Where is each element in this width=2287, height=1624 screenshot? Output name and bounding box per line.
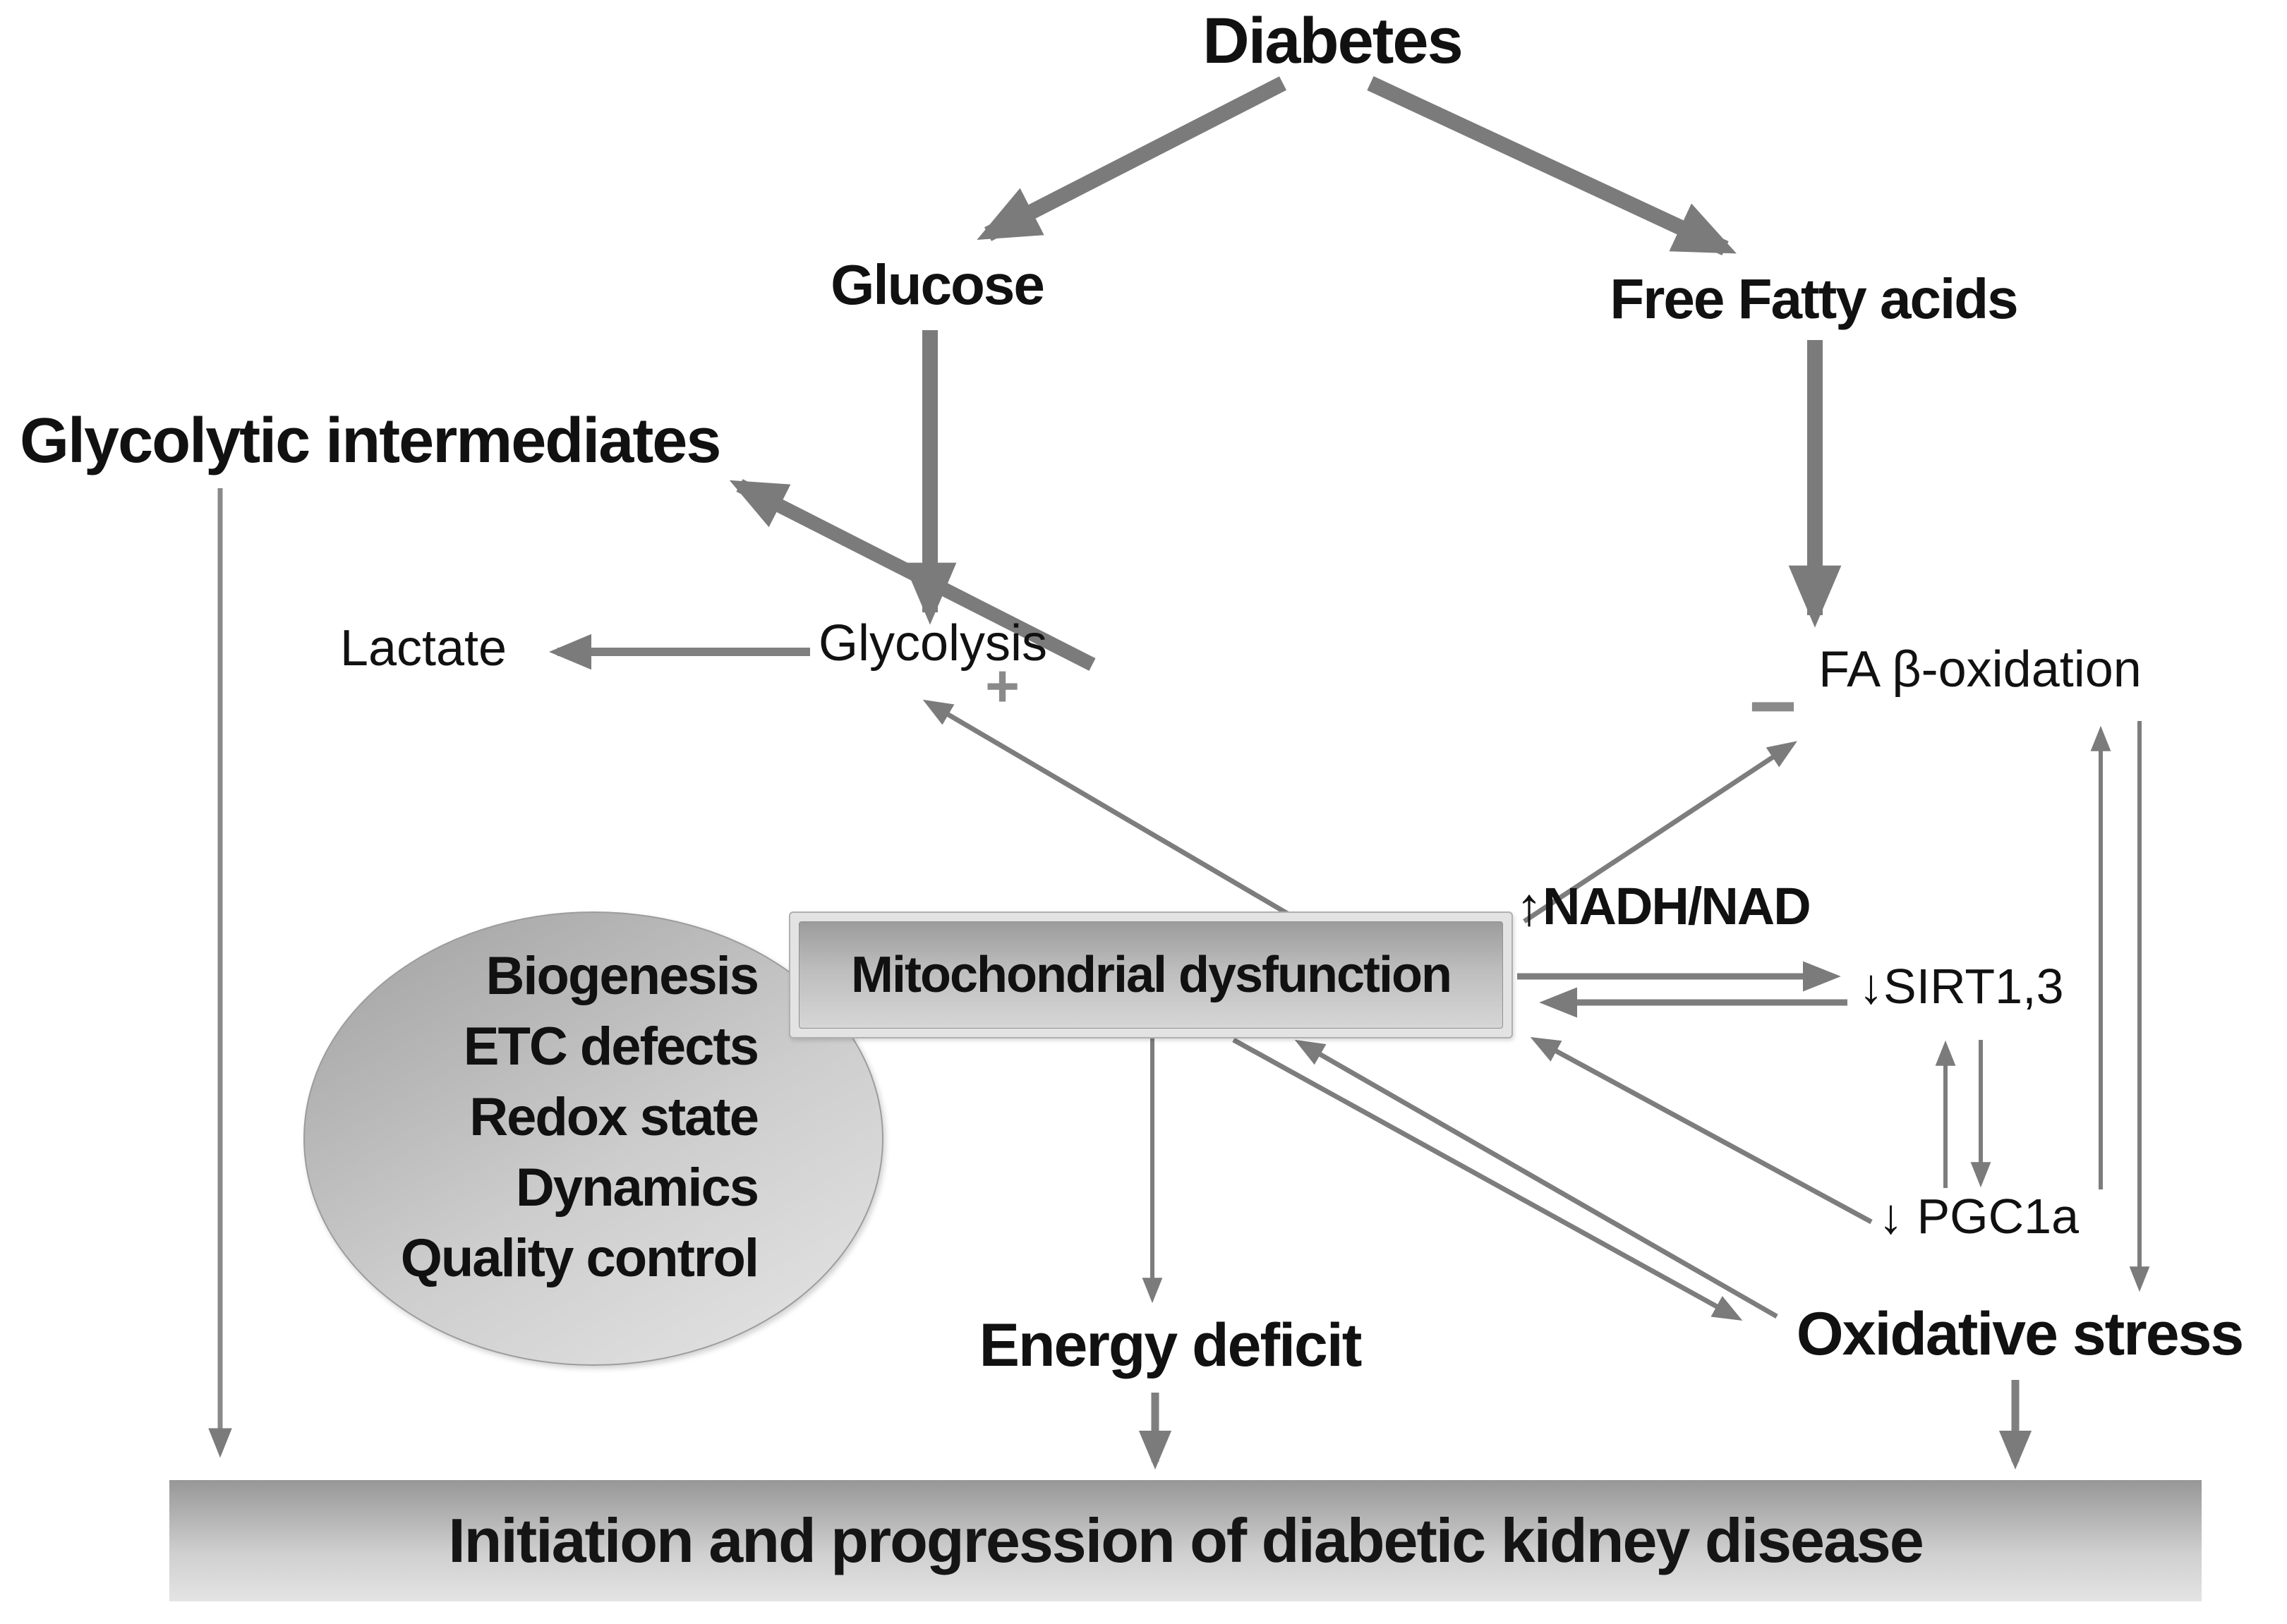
node-pgc1a-label: ↓ PGC1a: [1878, 1189, 2079, 1244]
outcome-bar: Initiation and progression of diabetic k…: [169, 1480, 2202, 1601]
plus-sign: +: [985, 653, 1020, 719]
up-arrow-icon: ↑: [1516, 877, 1543, 937]
node-nadh-nad-label: NADH/NAD: [1543, 877, 1811, 935]
arrow-glycolysis-to-intermediates: [729, 479, 1096, 671]
arrow-diabetes-to-ffa: [1367, 76, 1737, 255]
mitochondrial-dysfunction-inner: Mitochondrial dysfunction: [799, 921, 1503, 1029]
node-energy-deficit-label: Energy deficit: [979, 1311, 1363, 1379]
node-oxidative-stress-label: Oxidative stress: [1796, 1300, 2244, 1368]
node-glucose: Glucose: [831, 253, 1045, 316]
node-sirt13: ↓SIRT1,3: [1859, 959, 2064, 1014]
node-mitochondrial-dysfunction: Mitochondrial dysfunction: [789, 911, 1513, 1038]
mito-cause-item: Quality control: [400, 1228, 759, 1288]
arrow-mito-to-oxstress: [1232, 1037, 1743, 1321]
mito-cause-item: Dynamics: [515, 1158, 759, 1218]
node-mitochondrial-dysfunction-label: Mitochondrial dysfunction: [851, 947, 1452, 1003]
arrow-diabetes-to-glucose: [977, 76, 1287, 241]
node-nadh-nad: ↑NADH/NAD: [1516, 877, 1811, 937]
node-glucose-label: Glucose: [831, 253, 1045, 316]
node-fa-beta-oxidation-label: FA β-oxidation: [1818, 641, 2142, 698]
node-energy-deficit: Energy deficit: [979, 1311, 1363, 1379]
node-lactate-label: Lactate: [339, 620, 507, 677]
mito-causes-ellipse: Biogenesis ETC defects Redox state Dynam…: [303, 911, 883, 1366]
node-glycolysis: Glycolysis: [819, 617, 1047, 671]
node-diabetes-label: Diabetes: [1202, 5, 1463, 77]
mito-cause-item: ETC defects: [463, 1017, 759, 1077]
node-fa-beta-oxidation: FA β-oxidation: [1818, 643, 2142, 697]
mito-cause-item: Biogenesis: [485, 946, 759, 1006]
arrow-mito-to-faoxidation: [1523, 741, 1798, 923]
node-free-fatty-acids-label: Free Fatty acids: [1610, 267, 2018, 330]
node-lactate: Lactate: [340, 622, 507, 676]
node-diabetes: Diabetes: [1202, 5, 1463, 77]
node-sirt13-label: ↓SIRT1,3: [1859, 959, 2064, 1014]
node-oxidative-stress: Oxidative stress: [1796, 1300, 2244, 1368]
arrow-oxstress-to-mito: [1294, 1039, 1778, 1319]
node-glycolytic-intermediates: Glycolytic intermediates: [20, 406, 721, 476]
mito-causes-list: Biogenesis ETC defects Redox state Dynam…: [400, 941, 759, 1294]
node-glycolytic-intermediates-label: Glycolytic intermediates: [20, 406, 721, 476]
minus-sign: −: [1749, 660, 1797, 753]
mito-cause-item: Redox state: [469, 1087, 759, 1147]
node-pgc1a: ↓ PGC1a: [1878, 1189, 2079, 1244]
node-free-fatty-acids: Free Fatty acids: [1610, 267, 2018, 330]
outcome-bar-label: Initiation and progression of diabetic k…: [448, 1505, 1924, 1575]
arrow-pgc1a-to-mito: [1530, 1036, 1873, 1225]
arrow-mito-to-glycolysis: [922, 699, 1300, 923]
node-glycolysis-label: Glycolysis: [818, 615, 1048, 672]
